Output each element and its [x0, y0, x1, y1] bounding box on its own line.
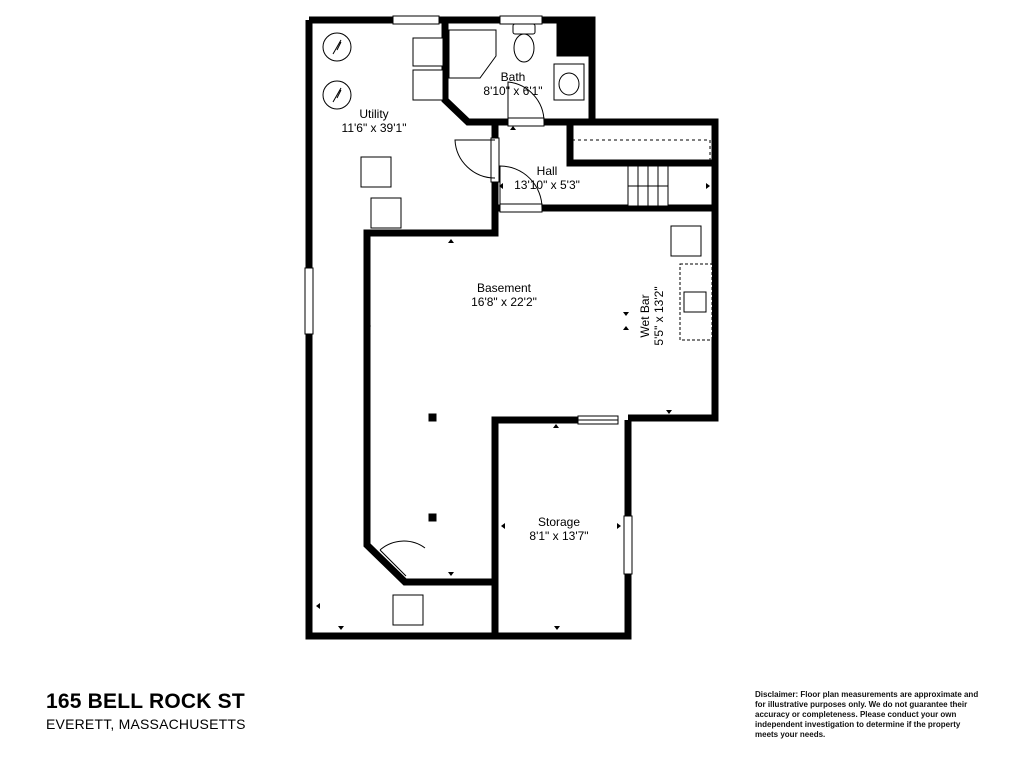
- wet-bar-box: [670, 225, 702, 257]
- property-address: 165 BELL ROCK ST: [46, 690, 245, 713]
- column-2: [428, 513, 437, 522]
- hall-door-opening: [499, 203, 543, 213]
- window-left-utility: [304, 267, 314, 335]
- utility-inner-wall: [363, 122, 582, 586]
- hall-dimensions: 13'10" x 5'3": [514, 178, 580, 192]
- wet-bar-name: Wet Bar: [638, 294, 652, 337]
- utility-hall-opening: [490, 137, 500, 183]
- storage-dimensions: 8'1" x 13'7": [529, 529, 588, 543]
- storage-name: Storage: [538, 515, 580, 529]
- bath-door-opening: [507, 117, 545, 127]
- toilet-icon: [512, 23, 536, 63]
- property-city: EVERETT, MASSACHUSETTS: [46, 716, 246, 732]
- sink-icon: [553, 63, 585, 101]
- utility-name: Utility: [359, 107, 388, 121]
- washer-icon: [412, 37, 444, 67]
- shower-icon: [448, 29, 497, 79]
- basement-box: [392, 594, 424, 626]
- hall-door-swing-icon: [499, 165, 543, 209]
- stairs-icon: [627, 165, 669, 207]
- utility-box-2: [370, 197, 402, 229]
- outer-wall-left: [305, 20, 632, 640]
- bath-dimensions: 8'10" x 6'1": [483, 84, 542, 98]
- utility-fixtures: [322, 32, 496, 229]
- bath-name: Bath: [501, 70, 526, 84]
- basement-name: Basement: [477, 281, 532, 295]
- dimension-ticks: [316, 126, 710, 630]
- window-right-storage: [623, 515, 633, 575]
- water-heater-bolt-icon: [332, 39, 342, 55]
- window-top-bath: [499, 15, 543, 25]
- bath-closet-block: [556, 19, 593, 57]
- wet-bar-sink-icon: [683, 291, 707, 313]
- disclaimer-text: Floor plan measurements are approximate …: [755, 690, 979, 739]
- bath-fixtures: [448, 19, 593, 123]
- basement-door-swing-icon: [379, 540, 426, 577]
- wet-bar-dimensions: 5'5" x 13'2": [652, 286, 666, 345]
- hall-shelf: [571, 139, 711, 161]
- hall-top-wall: [568, 118, 719, 422]
- furnace-bolt-icon: [332, 87, 342, 103]
- utility-dimensions: 11'6" x 39'1": [342, 121, 407, 135]
- thin-lines: [304, 15, 633, 575]
- utility-box-1: [360, 156, 392, 188]
- hall-name: Hall: [537, 164, 558, 178]
- dryer-icon: [412, 69, 444, 101]
- disclaimer: Disclaimer: Floor plan measurements are …: [755, 690, 985, 740]
- hall-fixtures: [499, 139, 711, 209]
- hall-stair-wall: [566, 122, 715, 167]
- utility-door-swing-icon: [454, 139, 496, 179]
- disclaimer-heading: Disclaimer:: [755, 690, 799, 699]
- column-1: [428, 413, 437, 422]
- window-top-utility: [392, 15, 440, 25]
- floor-plan: Utility 11'6" x 39'1" Bath 8'10" x 6'1" …: [304, 15, 719, 640]
- room-labels: Utility 11'6" x 39'1" Bath 8'10" x 6'1" …: [342, 70, 666, 543]
- bath-door-swing-icon: [507, 81, 545, 123]
- basement-dimensions: 16'8" x 22'2": [471, 295, 537, 309]
- basement-fixtures: [379, 225, 713, 626]
